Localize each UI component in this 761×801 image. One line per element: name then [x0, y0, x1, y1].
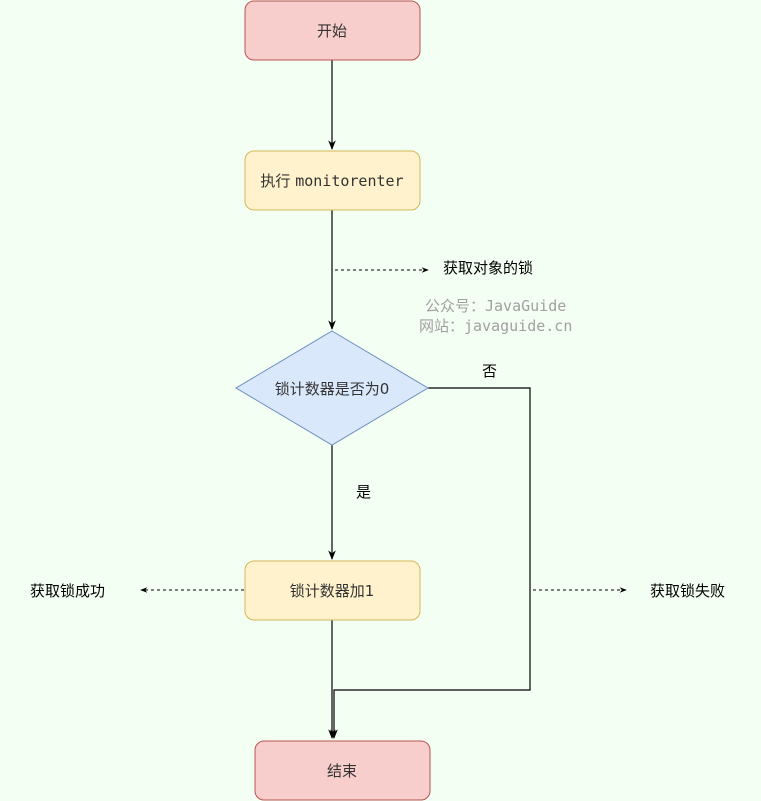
decision-label: 锁计数器是否为0: [275, 380, 390, 398]
start-label: 开始: [317, 22, 347, 40]
edge-label-no: 否: [482, 362, 497, 380]
end-label: 结束: [327, 762, 357, 780]
increment-node: 锁计数器加1: [244, 560, 421, 621]
monitorenter-code: monitorenter: [295, 172, 403, 190]
watermark-line-2: 网站：javaguide.cn: [419, 317, 572, 335]
decision-node: 锁计数器是否为0: [235, 330, 429, 446]
monitorenter-node: 执行 monitorenter: [244, 150, 421, 211]
increment-label: 锁计数器加1: [290, 582, 375, 600]
edge-decision-no: [330, 387, 531, 739]
start-node: 开始: [244, 0, 421, 61]
end-node: 结束: [254, 740, 431, 801]
acquire-success-annotation: 获取锁成功: [30, 582, 105, 600]
acquire-fail-annotation: 获取锁失败: [650, 582, 725, 600]
edge-label-yes: 是: [356, 483, 371, 501]
monitorenter-label: 执行 monitorenter: [260, 172, 403, 190]
watermark-line-1: 公众号：JavaGuide: [425, 297, 566, 315]
monitorenter-prefix: 执行: [260, 172, 295, 190]
acquire-lock-annotation: 获取对象的锁: [443, 259, 533, 277]
